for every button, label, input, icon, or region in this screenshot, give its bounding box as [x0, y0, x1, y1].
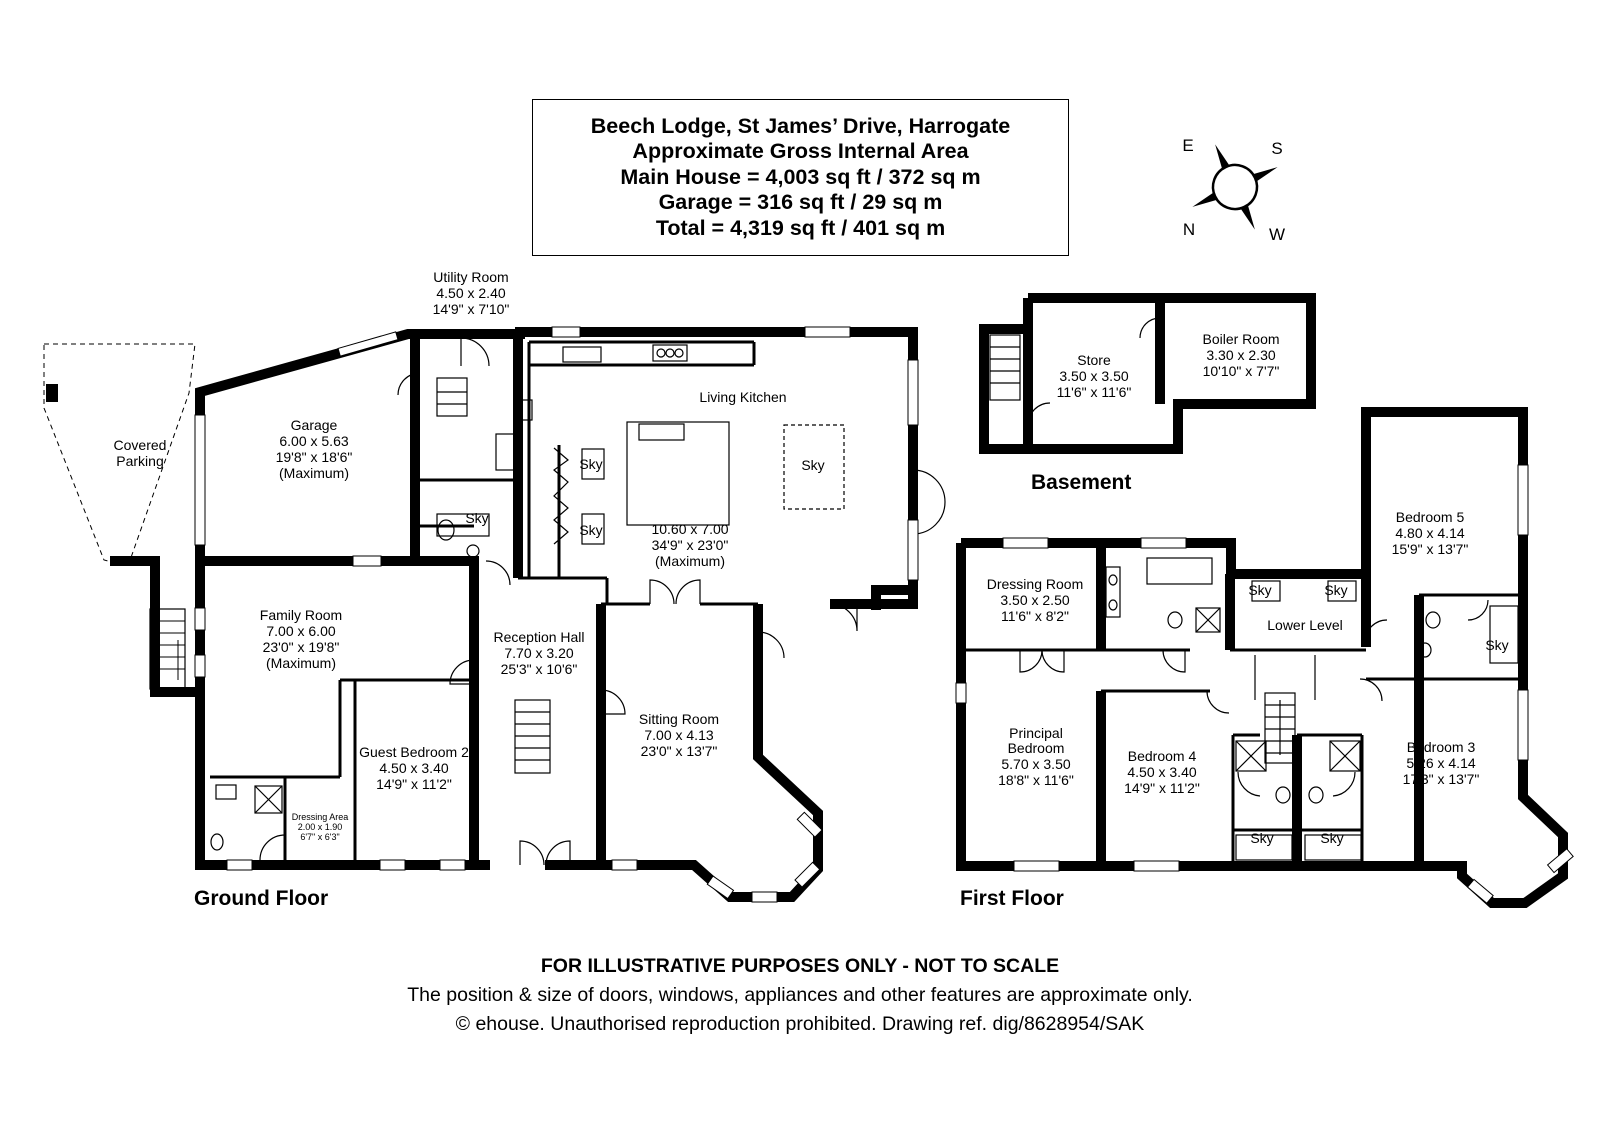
sitting-room-name: Sitting Room: [639, 711, 719, 727]
garage-note: (Maximum): [279, 465, 349, 481]
first-floor-plan: [955, 407, 1574, 908]
first-floor-windows: [955, 464, 1574, 904]
ground-floor-windows: [194, 326, 919, 903]
total-area: Total = 4,319 sq ft / 401 sq m: [655, 215, 946, 240]
reception-hall-name: Reception Hall: [493, 629, 584, 645]
bedroom5-metric: 4.80 x 4.14: [1395, 525, 1464, 541]
utility-fittings: [436, 377, 533, 558]
basement-stairs: [989, 317, 1161, 426]
principal-bedroom-name-1: Principal: [1009, 725, 1063, 741]
compass-s-label: S: [1271, 139, 1282, 158]
bedroom3-imperial: 17'3" x 13'7": [1403, 771, 1480, 787]
first-floor-walls: [956, 407, 1568, 908]
sitting-room-metric: 7.00 x 4.13: [644, 727, 713, 743]
compass-n-label: N: [1183, 220, 1195, 239]
garage-metric: 6.00 x 5.63: [279, 433, 348, 449]
sky-label-kitchen-1: Sky: [579, 456, 602, 472]
store-imperial: 11'6" x 11'6": [1057, 384, 1132, 400]
dressing-area-imperial: 6'7" x 6'3": [300, 832, 339, 842]
family-room-metric: 7.00 x 6.00: [266, 623, 335, 639]
bedroom5-imperial: 15'9" x 13'7": [1392, 541, 1469, 557]
ground-bathroom-fittings: [210, 784, 283, 851]
first-floor-bathroom-fittings: [1105, 557, 1519, 861]
garage-name: Garage: [291, 417, 338, 433]
first-floor-stairs: [1254, 655, 1316, 764]
covered-parking-label-2: Parking: [116, 453, 163, 469]
basement-walls: [979, 293, 1316, 454]
store-metric: 3.50 x 3.50: [1059, 368, 1128, 384]
bedroom4-name: Bedroom 4: [1128, 748, 1197, 764]
ground-floor-heading: Ground Floor: [194, 887, 329, 910]
guest-bedroom-imperial: 14'9" x 11'2": [376, 776, 452, 792]
first-floor-doors: [1019, 599, 1489, 797]
sky-label-bath-1: Sky: [1250, 830, 1273, 846]
sitting-room-imperial: 23'0" x 13'7": [641, 743, 718, 759]
living-kitchen-imperial: 34'9" x 23'0": [652, 537, 729, 553]
reception-hall-metric: 7.70 x 3.20: [504, 645, 573, 661]
bedroom3-name: Bedroom 3: [1407, 739, 1476, 755]
reception-staircase: [514, 699, 551, 774]
dressing-area-name: Dressing Area: [292, 812, 349, 822]
sky-label-kitchen-3: Sky: [801, 457, 824, 473]
guest-bedroom-metric: 4.50 x 3.40: [379, 760, 448, 776]
sky-label-bath-2: Sky: [1320, 830, 1343, 846]
store-name: Store: [1077, 352, 1111, 368]
bedroom4-imperial: 14'9" x 11'2": [1124, 780, 1200, 796]
boiler-room-metric: 3.30 x 2.30: [1206, 347, 1275, 363]
ground-floor-internal-walls: [210, 340, 758, 860]
compass-icon: [1192, 144, 1278, 230]
basement-heading: Basement: [1031, 471, 1132, 494]
sky-label-kitchen-2: Sky: [579, 522, 602, 538]
covered-parking-label-1: Covered: [114, 437, 167, 453]
reception-hall-imperial: 25'3" x 10'6": [501, 661, 578, 677]
garage-area: Garage = 316 sq ft / 29 sq m: [658, 190, 943, 215]
utility-name: Utility Room: [433, 269, 508, 285]
property-title: Beech Lodge, St James’ Drive, Harrogate: [590, 113, 1011, 138]
ground-floor-doors: [259, 337, 946, 866]
disclaimer-note: The position & size of doors, windows, a…: [407, 984, 1193, 1006]
disclaimer-heading: FOR ILLUSTRATIVE PURPOSES ONLY - NOT TO …: [540, 955, 1060, 977]
guest-bedroom-name: Guest Bedroom 2: [359, 744, 469, 760]
sky-label-bed5-bath: Sky: [1485, 637, 1508, 653]
first-floor-heading: First Floor: [960, 887, 1064, 910]
sky-label-lower-2: Sky: [1324, 582, 1347, 598]
family-room-imperial: 23'0" x 19'8": [263, 639, 340, 655]
living-kitchen-metric: 10.60 x 7.00: [651, 521, 728, 537]
boiler-room-imperial: 10'10" x 7'7": [1203, 363, 1280, 379]
bedroom3-metric: 5.26 x 4.14: [1406, 755, 1475, 771]
sky-label-lower-1: Sky: [1248, 582, 1271, 598]
first-floor-internal-walls: [966, 593, 1518, 866]
principal-bedroom-imperial: 18'8" x 11'6": [998, 772, 1074, 788]
living-kitchen-name: Living Kitchen: [699, 389, 786, 405]
basement-plan: [979, 293, 1316, 454]
boiler-room-name: Boiler Room: [1202, 331, 1279, 347]
area-summary-box: Beech Lodge, St James’ Drive, Harrogate …: [532, 99, 1069, 256]
area-heading: Approximate Gross Internal Area: [632, 139, 969, 164]
living-kitchen-note: (Maximum): [655, 553, 725, 569]
main-house-area: Main House = 4,003 sq ft / 372 sq m: [620, 164, 981, 189]
compass-e-label: E: [1182, 136, 1193, 155]
ground-floor-walls: [110, 327, 918, 902]
bedroom4-metric: 4.50 x 3.40: [1127, 764, 1196, 780]
bedroom5-name: Bedroom 5: [1396, 509, 1465, 525]
dressing-room-metric: 3.50 x 2.50: [1000, 592, 1069, 608]
garage-imperial: 19'8" x 18'6": [276, 449, 353, 465]
family-room-name: Family Room: [260, 607, 342, 623]
dressing-room-name: Dressing Room: [987, 576, 1083, 592]
copyright-note: © ehouse. Unauthorised reproduction proh…: [455, 1013, 1145, 1035]
covered-parking-outline: [43, 343, 196, 567]
kitchen-fittings: [553, 344, 845, 545]
utility-imperial: 14'9" x 7'10": [433, 301, 510, 317]
principal-bedroom-name-2: Bedroom: [1008, 740, 1065, 756]
dressing-room-imperial: 11'6" x 8'2": [1001, 608, 1069, 624]
family-room-note: (Maximum): [266, 655, 336, 671]
principal-bedroom-metric: 5.70 x 3.50: [1001, 756, 1070, 772]
dressing-area-metric: 2.00 x 1.90: [298, 822, 343, 832]
utility-metric: 4.50 x 2.40: [436, 285, 505, 301]
sky-label-wc: Sky: [465, 510, 488, 526]
ground-floor-plan: [43, 326, 946, 903]
compass-w-label: W: [1269, 225, 1285, 244]
lower-level-name: Lower Level: [1267, 617, 1343, 633]
